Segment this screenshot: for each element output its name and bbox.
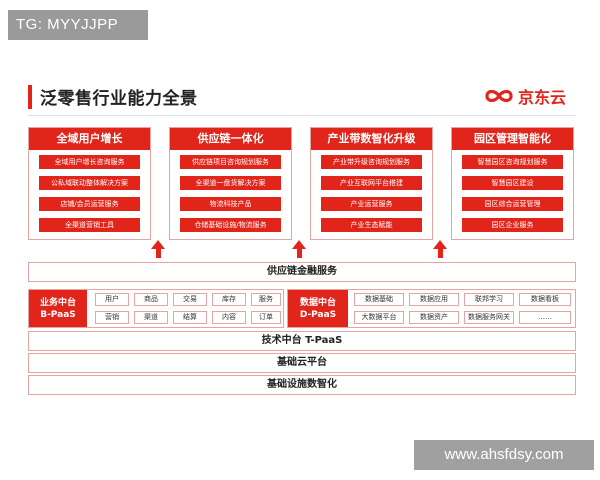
business-platform-label: 业务中台 B-PaaS — [29, 290, 87, 327]
capability-item: 产业带升级咨询规划服务 — [321, 155, 422, 169]
capability-item: 全渠道一盘货解决方案 — [180, 176, 281, 190]
title-divider — [28, 115, 576, 116]
module-chip: 交易 — [173, 293, 207, 306]
tech-platform-bar: 技术中台 T-PaaS — [28, 331, 576, 351]
module-chip: 数据资产 — [409, 311, 459, 324]
capability-item: 产业生态赋能 — [321, 218, 422, 232]
capability-heading: 全域用户增长 — [29, 128, 150, 150]
capability-item: 公私域联动整体解决方案 — [39, 176, 140, 190]
supply-chain-finance-bar: 供应链金融服务 — [28, 262, 576, 282]
capability-card-industry-belt: 产业带数智化升级 产业带升级咨询规划服务 产业互联网平台搭建 产业运营服务 产业… — [310, 127, 433, 240]
module-chip: 用户 — [95, 293, 129, 306]
watermark-top: TG: MYYJJPP — [8, 10, 148, 40]
capability-item: 店铺/会员运营服务 — [39, 197, 140, 211]
arrow-up-icon — [292, 240, 306, 258]
capability-item: 园区企业服务 — [462, 218, 563, 232]
capability-item: 产业运营服务 — [321, 197, 422, 211]
data-platform-panel: 数据中台 D-PaaS 数据基础 数据应用 联邦学习 数据看板 大数据平台 数据… — [287, 289, 576, 328]
module-chip: 数据看板 — [519, 293, 571, 306]
platform-label-line: B-PaaS — [40, 309, 76, 320]
capability-item: 智慧园区建设 — [462, 176, 563, 190]
module-chip: 数据基础 — [354, 293, 404, 306]
capability-item: 产业互联网平台搭建 — [321, 176, 422, 190]
module-chip: 渠道 — [134, 311, 168, 324]
business-platform-panel: 业务中台 B-PaaS 用户 商品 交易 库存 服务 营销 渠道 结算 内容 订… — [28, 289, 284, 328]
capability-heading: 供应链一体化 — [170, 128, 291, 150]
capability-card-user-growth: 全域用户增长 全域用户增长咨询服务 公私域联动整体解决方案 店铺/会员运营服务 … — [28, 127, 151, 240]
jd-cloud-logo: 京东云 — [484, 84, 566, 108]
module-chip: …… — [519, 311, 571, 324]
capability-item: 仓储基础设施/物流服务 — [180, 218, 281, 232]
data-platform-label: 数据中台 D-PaaS — [288, 290, 348, 327]
module-chip: 订单 — [251, 311, 281, 324]
module-chip: 内容 — [212, 311, 246, 324]
cloud-platform-bar: 基础云平台 — [28, 353, 576, 373]
module-chip: 大数据平台 — [354, 311, 404, 324]
module-chip: 服务 — [251, 293, 281, 306]
module-chip: 联邦学习 — [464, 293, 514, 306]
capability-heading: 园区管理智能化 — [452, 128, 573, 150]
platform-label-line: D-PaaS — [299, 309, 337, 320]
watermark-bottom: www.ahsfdsy.com — [414, 440, 594, 470]
capability-item: 全渠道营销工具 — [39, 218, 140, 232]
jd-cloud-logo-icon — [485, 89, 513, 103]
capability-heading: 产业带数智化升级 — [311, 128, 432, 150]
module-chip: 库存 — [212, 293, 246, 306]
platform-label-line: 业务中台 — [39, 297, 76, 308]
module-chip: 营销 — [95, 311, 129, 324]
logo-text: 京东云 — [518, 88, 567, 107]
module-chip: 商品 — [134, 293, 168, 306]
capability-item: 智慧园区咨询规划服务 — [462, 155, 563, 169]
module-chip: 结算 — [173, 311, 207, 324]
module-chip: 数据服务网关 — [464, 311, 514, 324]
page-title: 泛零售行业能力全景 — [40, 89, 198, 109]
platform-label-line: 数据中台 — [299, 297, 336, 308]
capability-item: 园区综合运营管理 — [462, 197, 563, 211]
infrastructure-digital-bar: 基础设施数智化 — [28, 375, 576, 395]
title-accent-bar — [28, 85, 32, 109]
capability-item: 全域用户增长咨询服务 — [39, 155, 140, 169]
capability-card-supply-chain: 供应链一体化 供应链项目咨询规划服务 全渠道一盘货解决方案 物流科技产品 仓储基… — [169, 127, 292, 240]
capability-item: 供应链项目咨询规划服务 — [180, 155, 281, 169]
arrow-up-icon — [433, 240, 447, 258]
module-chip: 数据应用 — [409, 293, 459, 306]
arrow-up-icon — [151, 240, 165, 258]
capability-card-park-management: 园区管理智能化 智慧园区咨询规划服务 智慧园区建设 园区综合运营管理 园区企业服… — [451, 127, 574, 240]
capability-item: 物流科技产品 — [180, 197, 281, 211]
